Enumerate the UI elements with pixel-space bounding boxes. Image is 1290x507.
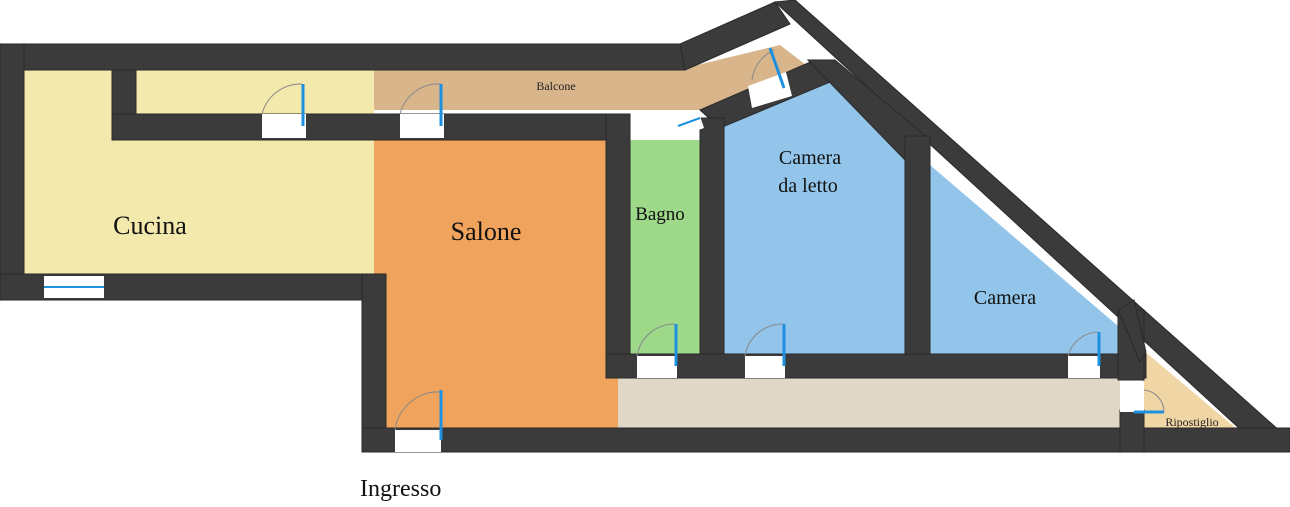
ripostiglio-area xyxy=(1143,350,1238,430)
room-label-camera-da-letto: Camera xyxy=(779,147,841,169)
camera-da-letto-area xyxy=(722,78,905,354)
room-label-camera: Camera xyxy=(974,287,1036,309)
window-icon xyxy=(676,110,704,136)
corridoio-area xyxy=(618,378,1120,428)
door-swing-icon[interactable] xyxy=(636,323,678,378)
door-swing-icon[interactable] xyxy=(394,390,443,452)
room-label-bagno: Bagno xyxy=(635,204,685,225)
door-swing-icon[interactable] xyxy=(261,83,306,138)
door-swing-icon[interactable] xyxy=(399,83,444,138)
room-label-cucina: Cucina xyxy=(113,211,187,240)
bagno-area xyxy=(630,140,700,354)
room-label-ripostiglio: Ripostiglio xyxy=(1165,415,1218,429)
room-label-camera-da-letto-line2: da letto xyxy=(778,175,837,197)
door-swing-icon[interactable] xyxy=(1120,382,1165,414)
room-label-balcone: Balcone xyxy=(536,79,575,93)
walls xyxy=(0,0,1290,453)
cucina-area xyxy=(24,70,374,274)
openings xyxy=(44,47,1165,452)
camera-area xyxy=(930,165,1118,354)
room-label-salone: Salone xyxy=(451,217,522,246)
entrance-label: Ingresso xyxy=(360,476,442,502)
door-swing-icon[interactable] xyxy=(744,323,786,378)
window-icon xyxy=(44,276,104,298)
salone-area xyxy=(374,140,618,430)
door-swing-icon[interactable] xyxy=(748,47,792,108)
door-swing-icon[interactable] xyxy=(1067,331,1101,378)
